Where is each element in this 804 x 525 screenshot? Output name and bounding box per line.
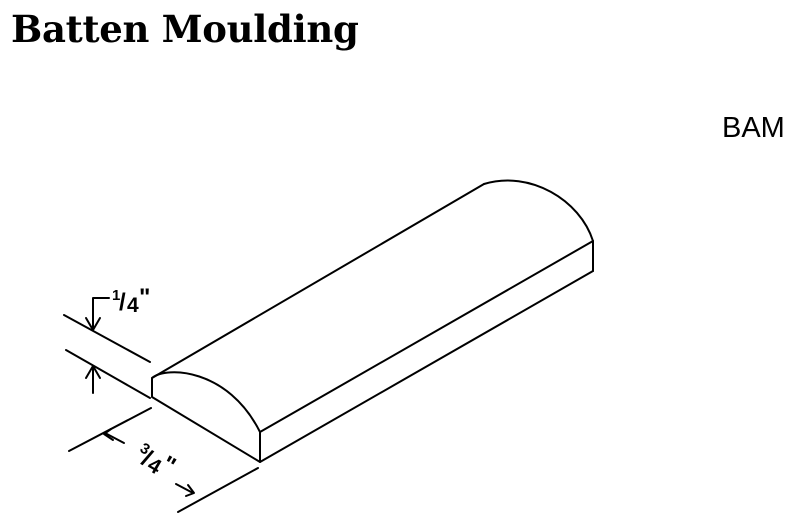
width-leader-left	[104, 432, 125, 444]
extension-line-top	[63, 314, 151, 363]
top-edge	[151, 183, 485, 379]
upper-side-edge	[259, 240, 594, 433]
width-extension-line-right	[177, 467, 259, 513]
thickness-arrow-top	[85, 317, 101, 331]
thickness-unit: "	[139, 284, 150, 311]
width-leader-right	[175, 483, 194, 494]
thickness-dimension: 1 / 4 "	[63, 284, 151, 399]
product-code: BAM	[722, 112, 785, 144]
thickness-arrow-bottom	[85, 365, 101, 379]
moulding-body	[151, 179, 594, 463]
width-arrow-right	[185, 484, 195, 497]
thickness-slash: /	[119, 289, 126, 316]
width-dimension: 3 / 4 "	[68, 407, 259, 513]
front-face	[151, 371, 261, 463]
extension-line-bottom	[65, 349, 151, 399]
thickness-leader-top	[92, 297, 110, 331]
width-arrow-left	[103, 428, 114, 441]
thickness-denominator: 4	[127, 294, 139, 317]
page-title: Batten Moulding	[11, 7, 359, 51]
thickness-numerator: 1	[112, 287, 120, 304]
back-face-arc	[483, 179, 594, 242]
bottom-edge	[259, 270, 594, 463]
